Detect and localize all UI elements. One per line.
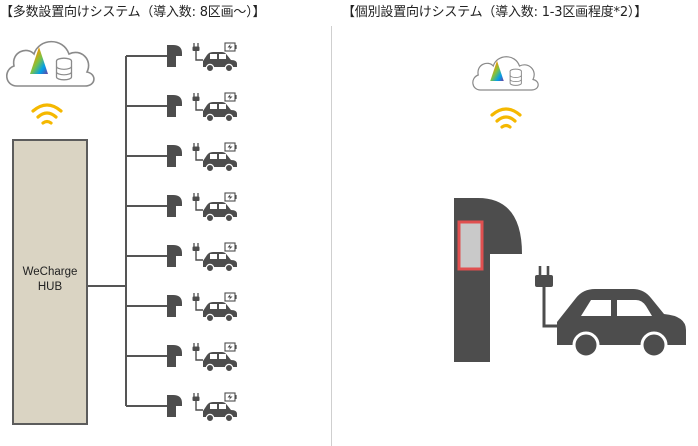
charger-icon: [167, 95, 182, 117]
hub-label-line2: HUB: [37, 281, 63, 293]
charger-row: [126, 342, 238, 373]
wecharge-hub: WeCharge HUB: [12, 139, 88, 425]
large-plug-icon: [535, 266, 562, 328]
car-icon: [191, 92, 238, 123]
charger-row: [126, 92, 238, 123]
hub-label: WeCharge HUB: [14, 265, 86, 295]
charger-icon: [167, 145, 182, 167]
car-icon: [191, 142, 238, 173]
car-icon: [191, 292, 238, 323]
large-charger-icon: [454, 198, 522, 362]
charger-row: [126, 292, 238, 323]
car-icon: [191, 42, 238, 73]
charger-rows: [126, 42, 238, 423]
large-car-icon: [557, 289, 686, 359]
car-icon: [191, 242, 238, 273]
car-icon: [191, 392, 238, 423]
charger-row: [126, 242, 238, 273]
hub-label-line1: WeCharge: [22, 266, 78, 278]
charger-icon: [167, 195, 182, 217]
cloud-icon: [5, 40, 95, 87]
left-section-heading: 【多数設置向けシステム（導入数: 8区画〜）】: [0, 5, 266, 20]
charger-icon: [167, 345, 182, 367]
charger-icon: [167, 295, 182, 317]
section-divider: [331, 26, 332, 446]
cloud-icon-right: [472, 56, 539, 91]
wifi-icon-right: [490, 107, 522, 129]
charger-row: [126, 142, 238, 173]
charger-icon: [167, 395, 182, 417]
right-section-heading: 【個別設置向けシステム（導入数: 1-3区画程度*2）】: [342, 5, 648, 20]
charger-icon: [167, 45, 182, 67]
wifi-icon: [31, 103, 63, 125]
charger-row: [126, 392, 238, 423]
charger-icon: [167, 245, 182, 267]
charger-row: [126, 42, 238, 73]
car-icon: [191, 342, 238, 373]
connection-lines: [88, 56, 127, 406]
car-icon: [191, 192, 238, 223]
charger-row: [126, 192, 238, 223]
